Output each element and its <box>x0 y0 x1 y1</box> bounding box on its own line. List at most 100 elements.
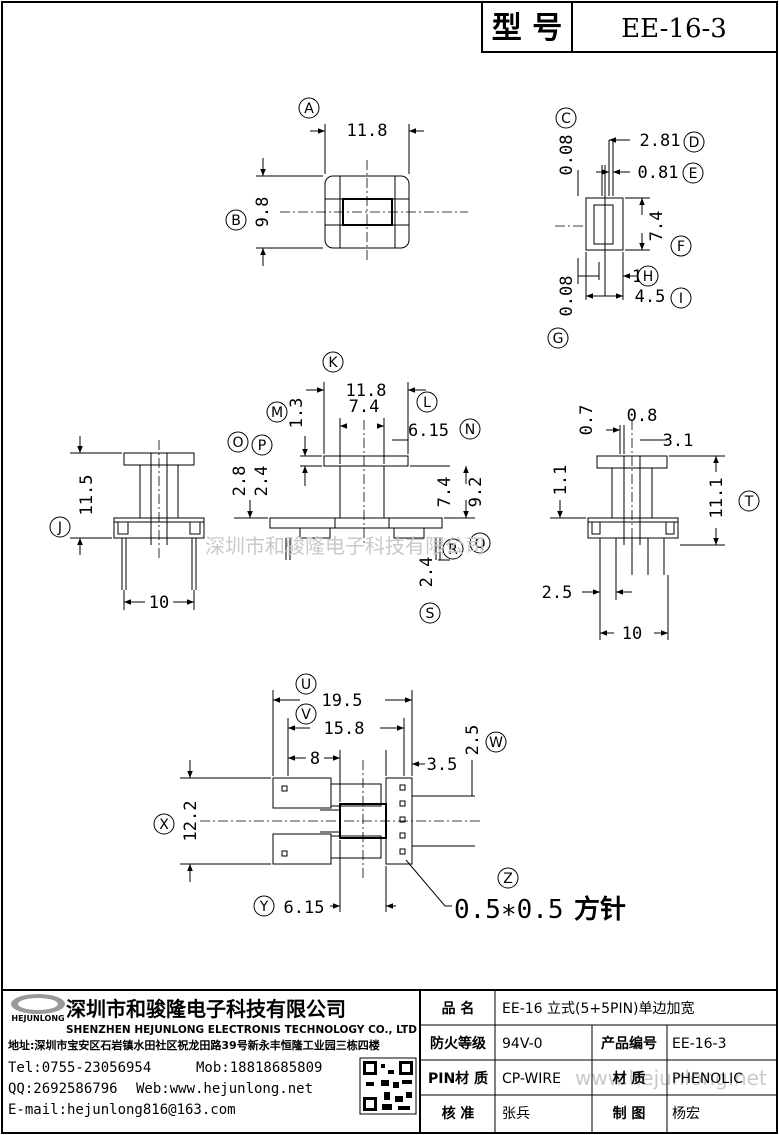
side-view: 2.81 0.81 0.08 7.4 1 4.5 0.08 <box>555 131 680 316</box>
dim-bot-v: 15.8 <box>324 719 365 739</box>
dim-side-h: 1 <box>632 267 642 287</box>
model-value: EE-16-3 <box>621 14 727 44</box>
callout-label-p: P <box>258 438 266 454</box>
dim-mid-inner: 7.4 <box>349 397 380 417</box>
callout-label-c: C <box>561 111 571 127</box>
company-web: Web:www.hejunlong.net <box>136 1081 313 1097</box>
callout-circle-z <box>497 867 519 889</box>
company-qq: QQ:2692586796 <box>8 1081 118 1097</box>
callout-circle-t <box>738 490 760 512</box>
model-label: 型 号 <box>492 11 562 46</box>
dim-side-f: 7.4 <box>647 211 667 242</box>
qr-code-icon <box>359 1057 417 1115</box>
callout-circle-u <box>295 673 317 695</box>
label-mat: 材 质 <box>613 1070 646 1087</box>
callout-label-a: A <box>304 101 314 117</box>
callout-label-u: U <box>301 677 311 693</box>
callout-circle-r <box>442 538 464 560</box>
callout-circle-a <box>298 97 320 119</box>
company-address: 地址:深圳市宝安区石岩镇水田社区祝龙田路39号新永丰恒隆工业园三栋四楼 <box>8 1038 380 1052</box>
label-name: 品 名 <box>442 1000 475 1017</box>
dim-top-height: 9.8 <box>253 197 273 228</box>
callout-label-k: K <box>328 355 338 371</box>
callout-circle-d <box>683 131 705 153</box>
company-email: E-mail:hejunlong816@163.com <box>8 1102 236 1118</box>
company-tel: Tel:0755-23056954 <box>8 1060 151 1076</box>
title-block: HEJUNLONG 深圳市和骏隆电子科技有限公司 SHENZHEN HEJUNL… <box>1 989 778 1134</box>
callout-label-z: Z <box>503 871 513 887</box>
callout-circle-h <box>637 265 659 287</box>
callout-label-f: F <box>677 239 685 255</box>
callout-circle-y <box>253 895 275 917</box>
front-right-view: 0.7 0.8 3.1 1.1 11.1 2.5 10 <box>542 405 727 644</box>
callout-circle-e <box>682 162 704 184</box>
dim-mid-n: 6.15 <box>408 421 449 441</box>
callout-label-b: B <box>231 213 241 229</box>
callout-circle-w <box>485 731 507 753</box>
callout-circle-k <box>322 351 344 373</box>
dim-bot-35: 3.5 <box>427 755 458 775</box>
company-mob: Mob:18818685809 <box>196 1060 322 1076</box>
callout-label-e: E <box>689 166 698 182</box>
dim-bot-y: 6.15 <box>284 898 325 918</box>
callout-label-w: W <box>489 735 503 751</box>
dim-right-111: 11.1 <box>707 478 727 519</box>
label-code: 产品编号 <box>601 1035 657 1052</box>
dim-side-e: 0.81 <box>638 163 679 183</box>
callout-label-n: N <box>465 422 475 438</box>
dim-bot-8: 8 <box>310 749 320 769</box>
dim-side-c: 0.08 <box>557 135 577 176</box>
dim-mid-r: 9.2 <box>466 477 486 508</box>
callout-circle-q <box>469 532 491 554</box>
dim-mid-p: 2.4 <box>252 466 272 497</box>
pin-note: 0.5∗0.5 <box>454 895 564 925</box>
bottom-view: 19.5 15.8 8 3.5 2.5 12.2 6.15 0.5∗0.5 方针 <box>180 690 626 925</box>
front-left-view: 11.5 10 <box>70 436 205 613</box>
label-check: 核 准 <box>442 1105 475 1122</box>
value-fire: 94V-0 <box>502 1036 543 1052</box>
dim-right-10: 10 <box>622 624 642 644</box>
callout-circle-s <box>419 602 441 624</box>
callout-circle-g <box>547 327 569 349</box>
callout-circle-c <box>555 107 577 129</box>
callout-circle-b <box>225 209 247 231</box>
callout-circle-i <box>670 287 692 309</box>
callout-label-l: L <box>423 395 431 411</box>
dim-side-i: 4.5 <box>635 287 666 307</box>
dim-mid-q: 7.4 <box>435 477 455 508</box>
company-name-cn: 深圳市和骏隆电子科技有限公司 <box>66 997 346 1021</box>
top-view: 11.8 9.8 <box>253 121 468 266</box>
logo-text: HEJUNLONG <box>11 1014 64 1023</box>
callout-circle-x <box>153 813 175 835</box>
callout-label-m: M <box>271 405 283 421</box>
callout-circle-o <box>227 431 249 453</box>
callout-circle-m <box>266 401 288 423</box>
dim-side-d: 2.81 <box>640 131 681 151</box>
model-header: 型 号 EE-16-3 <box>481 1 778 53</box>
callout-circle-f <box>670 235 692 257</box>
callout-circle-l <box>416 391 438 413</box>
callout-label-g: G <box>553 331 564 347</box>
dim-right-11: 1.1 <box>551 465 571 496</box>
dim-bot-x: 12.2 <box>181 801 201 842</box>
value-pin: CP-WIRE <box>502 1071 561 1087</box>
dim-mid-m: 1.3 <box>287 398 307 429</box>
callout-circle-v <box>295 703 317 725</box>
callout-label-s: S <box>426 606 435 622</box>
value-mat: PHENOLIC <box>672 1071 743 1087</box>
callout-label-r: R <box>448 542 458 558</box>
label-fire: 防火等级 <box>430 1035 487 1052</box>
pin-note-suffix: 方针 <box>574 894 626 925</box>
callout-label-d: D <box>689 135 700 151</box>
front-mid-view: 11.8 7.4 6.15 1.3 2.8 2.4 7.4 9.2 2.4 <box>230 381 486 587</box>
callout-circle-p <box>251 434 273 456</box>
dim-front-left-h: 11.5 <box>77 475 97 516</box>
value-name: EE-16 立式(5+5PIN)单边加宽 <box>502 1000 695 1017</box>
value-draw: 杨宏 <box>672 1106 700 1122</box>
dim-front-left-w: 10 <box>149 593 169 613</box>
dim-right-07: 0.7 <box>577 405 597 436</box>
callout-label-y: Y <box>259 899 269 915</box>
callout-label-j: J <box>57 520 62 536</box>
